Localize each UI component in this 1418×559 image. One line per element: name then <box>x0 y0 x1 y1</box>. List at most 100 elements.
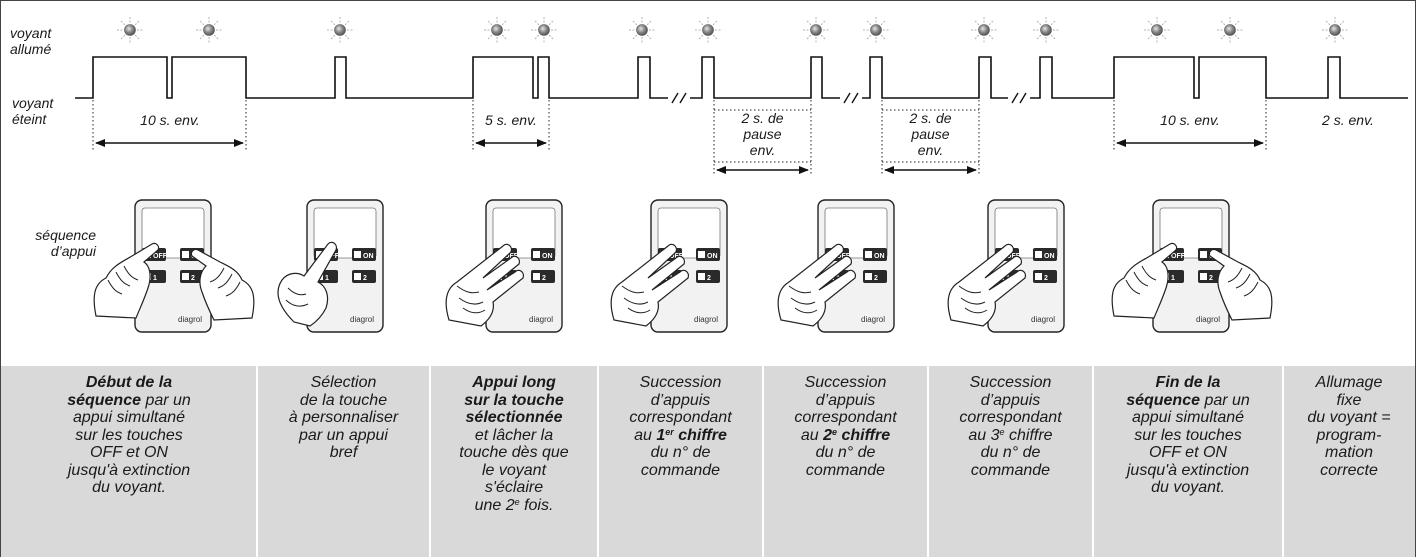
step-text-segment: par un <box>1200 391 1250 409</box>
step-5-line-2: d’appuis <box>763 392 928 410</box>
step-1-line-5: OFF et ON <box>1 444 257 462</box>
label-led-on-line2: allumé <box>10 41 52 57</box>
step-text-segment: correspondant <box>959 409 1062 426</box>
step-text-segment: e <box>999 426 1005 437</box>
remote-button-on-label: ON <box>707 253 718 260</box>
step-divider <box>429 366 431 557</box>
step-text-segment: Sélection <box>310 374 377 391</box>
step-5-line-5: du n° de <box>763 444 928 462</box>
step-text-segment: e <box>514 496 520 507</box>
step-divider <box>1092 366 1094 557</box>
step-text-segment: une 2 <box>474 496 515 514</box>
remote-button-on: ON <box>1033 248 1057 261</box>
remote-button-on-label: ON <box>542 253 553 260</box>
remote-brand-logo: diagrol <box>1196 315 1220 324</box>
step-7-line-2: séquence par un <box>1093 392 1283 410</box>
remote-button-2: 2 <box>696 270 720 283</box>
step-text-segment: au <box>634 426 657 444</box>
remote-button-2-label: 2 <box>1209 275 1213 282</box>
led-signal-waveform <box>75 56 1408 99</box>
step-text-segment: Allumage <box>1315 374 1383 391</box>
pause-2-line3: env. <box>917 142 944 158</box>
step-text-segment: OFF et ON <box>1149 444 1227 461</box>
remote-button-on: ON <box>863 248 887 261</box>
step-text-segment: du voyant = <box>1307 409 1391 426</box>
step-text-segment: correspondant <box>629 409 732 426</box>
step-text-segment: du voyant. <box>1151 479 1225 496</box>
step-1-line-2: séquence par un <box>1 392 257 410</box>
step-4-line-6: commande <box>598 462 763 480</box>
step-text-segment: commande <box>970 461 1051 479</box>
step-text-segment: sur les touches <box>1134 426 1242 444</box>
step-divider <box>762 366 764 557</box>
remote-control-1: OFFON12diagrol <box>93 199 255 333</box>
duration-label-2s: 2 s. env. <box>1322 112 1374 128</box>
label-led-off-line2: éteint <box>12 111 47 127</box>
step-7-line-1: Fin de la <box>1093 374 1283 392</box>
hand-pointing-icon <box>277 241 337 327</box>
step-8-line-4: program- <box>1283 427 1415 445</box>
step-5-line-6: commande <box>763 462 928 480</box>
step-text-segment: fois. <box>519 496 554 514</box>
step-text-segment: et lâcher la <box>474 426 554 444</box>
duration-label-10s-start: 10 s. env. <box>140 112 200 128</box>
step-1-line-6: jusqu'à extinction <box>1 462 257 480</box>
step-2-line-3: à personnaliser <box>257 409 430 427</box>
pause-2-line2: pause <box>911 126 950 142</box>
remote-body: OFFON12diagrol <box>1152 199 1230 333</box>
duration-label-pause-1: 2 s. de pause env. <box>714 110 811 158</box>
step-7-line-5: OFF et ON <box>1093 444 1283 462</box>
step-6-line-5: du n° de <box>928 444 1093 462</box>
step-text-segment: correspondant <box>794 409 897 426</box>
step-text-segment: commande <box>640 461 721 479</box>
step-2-line-2: de la touche <box>257 392 430 410</box>
step-text-segment: bref <box>329 444 358 461</box>
step-4-line-3: correspondant <box>598 409 763 427</box>
step-3-line-6: le voyant <box>430 462 598 480</box>
remote-control-4: OFFON12diagrol <box>610 199 728 333</box>
step-text-segment: Succession <box>639 374 722 391</box>
step-text-segment: commande <box>805 461 886 479</box>
remote-control-7: OFFON12diagrol <box>1111 199 1273 333</box>
step-text-segment: Appui long <box>472 374 556 391</box>
step-text-segment: s'éclaire <box>484 479 544 496</box>
step-2-line-1: Sélection <box>257 374 430 392</box>
step-text-segment: au 3 <box>968 426 1000 444</box>
step-text-segment: sélectionnée <box>465 409 563 426</box>
remote-brand-logo: diagrol <box>350 315 374 324</box>
remote-button-2-label: 2 <box>542 275 546 282</box>
step-8-line-5: mation <box>1283 444 1415 462</box>
step-text-segment: au <box>800 426 824 444</box>
label-press-sequence: séquence d’appui <box>4 227 96 259</box>
hand-right-icon <box>190 248 255 321</box>
remote-brand-logo: diagrol <box>529 315 553 324</box>
step-text-segment: d’appuis <box>650 391 711 409</box>
label-led-off-line1: voyant <box>12 95 54 111</box>
step-text-segment: correcte <box>1320 461 1378 479</box>
step-text-segment: chiffre <box>1004 426 1053 444</box>
step-text-segment: d’appuis <box>815 391 876 409</box>
step-text-segment: du n° de <box>650 444 711 461</box>
step-7-line-7: du voyant. <box>1093 479 1283 497</box>
duration-label-pause-2: 2 s. de pause env. <box>882 110 979 158</box>
step-text-segment: fixe <box>1336 391 1362 409</box>
remote-brand-logo: diagrol <box>178 315 202 324</box>
step-5-line-4: au 2e chiffre <box>763 427 928 445</box>
remote-button-on: ON <box>696 248 720 261</box>
remote-button-2: 2 <box>352 270 376 283</box>
pause-1-line3: env. <box>749 142 776 158</box>
remote-button-off-label: OFF <box>504 253 519 260</box>
remote-button-2: 2 <box>180 270 204 283</box>
remote-button-2-label: 2 <box>191 275 195 282</box>
step-text-segment: Fin de la <box>1155 374 1221 391</box>
step-text-segment: séquence <box>1126 391 1200 409</box>
pause-1-line2: pause <box>743 126 782 142</box>
remote-body: OFFON12diagrol <box>817 199 895 333</box>
label-press-sequence-line1: séquence <box>35 227 96 243</box>
step-7-line-6: jusqu'à extinction <box>1093 462 1283 480</box>
step-text-segment: d’appuis <box>980 391 1041 409</box>
